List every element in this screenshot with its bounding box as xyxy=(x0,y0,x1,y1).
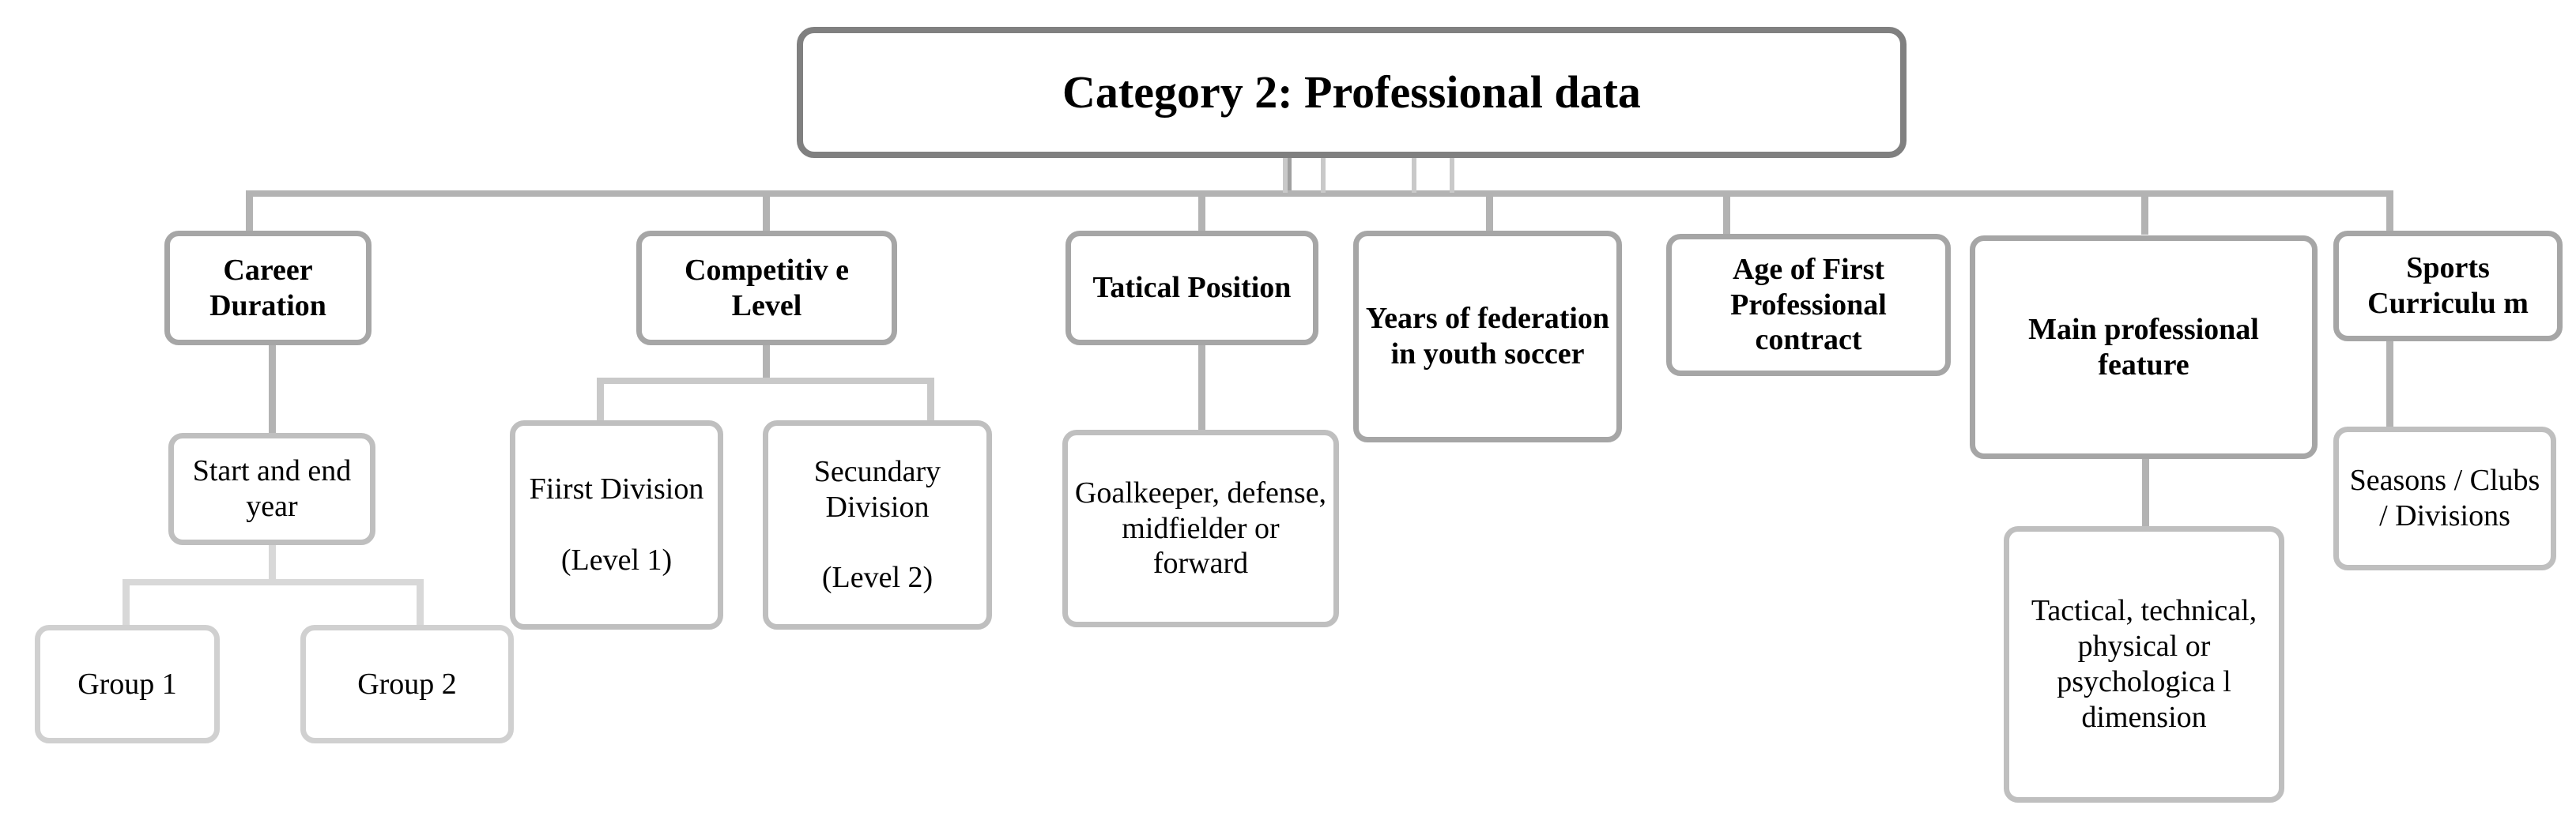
connector-tatical-position-to-positions xyxy=(1198,343,1205,430)
connector-stub-d xyxy=(1450,144,1454,193)
node-secundary-division[interactable]: Secundary Division (Level 2) xyxy=(763,420,992,630)
node-sports-curriculum[interactable]: Sports Curriculu m xyxy=(2333,231,2563,341)
connector-drop-age-first-contract xyxy=(1723,190,1730,234)
node-tatical-position[interactable]: Tatical Position xyxy=(1065,231,1318,345)
node-group-1[interactable]: Group 1 xyxy=(35,625,220,743)
root-node-category-2[interactable]: Category 2: Professional data xyxy=(797,27,1907,158)
connector-career-duration-to-start-end-year xyxy=(269,343,276,433)
connector-drop-group-2 xyxy=(417,579,424,625)
connector-sports-curriculum-to-seasons xyxy=(2386,341,2393,427)
node-sports-curriculum-label: Sports Curriculu m xyxy=(2367,251,2529,320)
connector-root-stem xyxy=(1284,155,1292,193)
node-group-1-label: Group 1 xyxy=(77,667,177,701)
node-tactical-positions-list-label: Goalkeeper, defense, midfielder or forwa… xyxy=(1074,476,1327,581)
connector-stub-a xyxy=(1283,144,1288,193)
node-professional-dimensions-label: Tactical, technical, physical or psychol… xyxy=(2031,594,2257,734)
node-tatical-position-label: Tatical Position xyxy=(1092,271,1292,305)
node-career-duration[interactable]: Career Duration xyxy=(164,231,372,345)
connector-main-feature-to-dimensions xyxy=(2142,458,2149,545)
connector-start-end-year-stem xyxy=(269,544,276,579)
node-competitive-level[interactable]: Competitiv e Level xyxy=(636,231,897,345)
node-start-and-end-year-label: Start and end year xyxy=(192,454,352,523)
connector-drop-tatical-position xyxy=(1198,190,1205,231)
connector-drop-group-1 xyxy=(123,579,130,625)
node-group-2-label: Group 2 xyxy=(357,667,457,701)
node-main-professional-feature[interactable]: Main professional feature xyxy=(1970,235,2318,459)
node-secundary-division-label: Secundary Division (Level 2) xyxy=(813,454,941,595)
connector-drop-years-of-federation xyxy=(1486,190,1493,231)
connector-divisions-bus xyxy=(597,378,934,384)
node-group-2[interactable]: Group 2 xyxy=(300,625,514,743)
node-career-duration-label: Career Duration xyxy=(209,253,326,322)
connector-drop-competitive-level xyxy=(763,190,770,231)
connector-drop-main-professional-feature xyxy=(2141,190,2148,235)
node-first-division-label: Fiirst Division (Level 1) xyxy=(529,472,704,577)
connector-drop-career-duration xyxy=(246,190,253,231)
node-start-and-end-year[interactable]: Start and end year xyxy=(168,433,375,545)
node-main-professional-feature-label: Main professional feature xyxy=(2028,312,2259,382)
connector-competitive-level-stem xyxy=(763,343,770,378)
root-node-label: Category 2: Professional data xyxy=(1062,66,1641,119)
node-seasons-clubs-divisions[interactable]: Seasons / Clubs / Divisions xyxy=(2333,427,2556,570)
node-years-of-federation[interactable]: Years of federation in youth soccer xyxy=(1353,231,1622,442)
node-professional-dimensions[interactable]: Tactical, technical, physical or psychol… xyxy=(2004,526,2284,803)
connector-main-bus xyxy=(246,190,2386,197)
connector-stub-c xyxy=(1412,144,1416,193)
node-age-of-first-professional-contract[interactable]: Age of First Professional contract xyxy=(1666,234,1951,376)
node-tactical-positions-list[interactable]: Goalkeeper, defense, midfielder or forwa… xyxy=(1062,430,1339,627)
node-years-of-federation-label: Years of federation in youth soccer xyxy=(1365,302,1610,371)
connector-drop-secundary-division xyxy=(927,378,934,420)
node-age-of-first-professional-contract-label: Age of First Professional contract xyxy=(1730,252,1887,357)
connector-stub-b xyxy=(1321,144,1326,193)
node-seasons-clubs-divisions-label: Seasons / Clubs / Divisions xyxy=(2349,464,2540,532)
node-first-division[interactable]: Fiirst Division (Level 1) xyxy=(510,420,723,630)
connector-drop-first-division xyxy=(597,378,604,420)
connector-drop-sports-curriculum xyxy=(2386,190,2393,231)
node-competitive-level-label: Competitiv e Level xyxy=(685,253,849,322)
connector-groups-bus xyxy=(123,579,423,585)
